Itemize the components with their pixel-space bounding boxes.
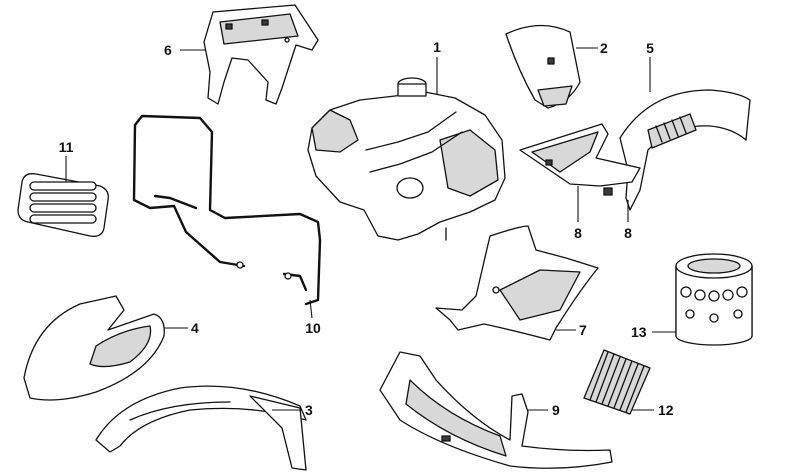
part-13-oil-filter (675, 253, 753, 346)
callout-8b: 8 (624, 225, 632, 241)
part-1-fuel-tank (307, 77, 506, 241)
callout-10: 10 (305, 320, 321, 336)
part-2-cover (505, 24, 581, 109)
part-8-side-panels (519, 123, 641, 196)
leader-lines (65, 47, 676, 411)
part-4-front-cowl (23, 295, 165, 401)
part-9-belly-pan (379, 351, 613, 469)
callout-12: 12 (658, 402, 674, 418)
callout-6: 6 (164, 42, 172, 58)
callout-labels: 1 2 3 4 5 6 7 8 8 9 10 11 12 13 (59, 39, 674, 418)
callout-13: 13 (631, 324, 647, 340)
callout-7: 7 (579, 322, 587, 338)
part-10-protection-bar (132, 114, 322, 306)
part-3-front-mudguard (95, 385, 307, 471)
callout-5: 5 (646, 40, 654, 56)
callout-4: 4 (191, 320, 199, 336)
callout-8a: 8 (574, 225, 582, 241)
part-7-side-cover (435, 225, 599, 341)
callout-9: 9 (552, 402, 560, 418)
part-6-fairing-bracket (203, 4, 319, 105)
callout-3: 3 (305, 402, 313, 418)
leader-10 (309, 299, 313, 319)
callout-1: 1 (433, 39, 441, 55)
callout-11: 11 (59, 139, 74, 155)
part-11-vent-grille (17, 173, 109, 237)
part-12-reflector (583, 349, 651, 415)
callout-2: 2 (600, 40, 608, 56)
part-5-rear-mudguard (619, 89, 751, 211)
